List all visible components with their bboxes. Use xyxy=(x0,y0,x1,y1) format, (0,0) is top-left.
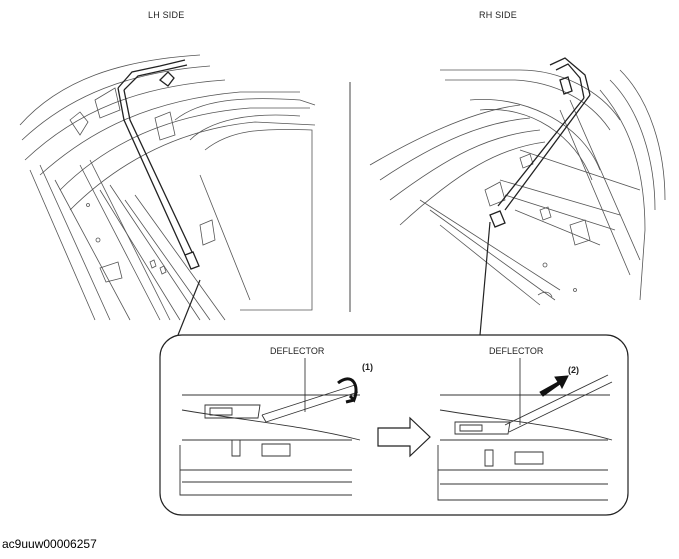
rh-side-label: RH SIDE xyxy=(479,10,517,20)
detail-callout-box xyxy=(159,221,629,516)
sequence-arrow xyxy=(377,416,431,458)
lh-side-label: LH SIDE xyxy=(148,10,185,20)
detail-left-deflector-removal xyxy=(179,384,361,496)
rh-removal-tool xyxy=(489,57,591,228)
slide-arrow-2 xyxy=(539,375,569,397)
rh-side-vehicle-view xyxy=(369,69,666,306)
lh-side-vehicle-view xyxy=(19,54,316,321)
figure-id-caption: ac9uuw00006257 xyxy=(2,537,97,551)
step-1-label: (1) xyxy=(362,362,373,372)
step-2-label: (2) xyxy=(568,365,579,375)
deflector-label-left: DEFLECTOR xyxy=(270,346,325,356)
detail-right-deflector-removal xyxy=(437,374,613,501)
rotate-arrow-1 xyxy=(337,377,358,404)
lh-removal-tool xyxy=(117,59,200,270)
deflector-label-right: DEFLECTOR xyxy=(489,346,544,356)
